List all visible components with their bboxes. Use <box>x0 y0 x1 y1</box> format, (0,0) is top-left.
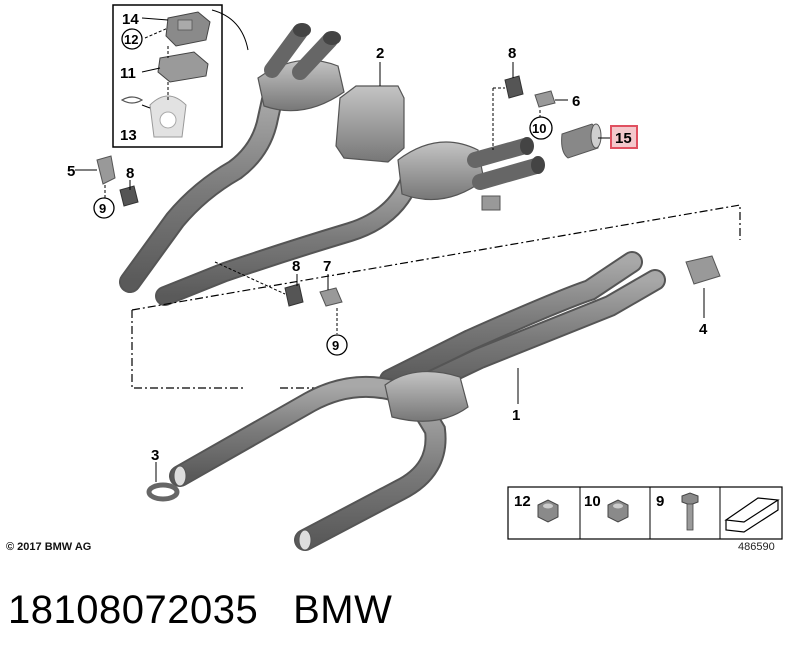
callout-9-middle: 9 <box>332 338 339 353</box>
callout-1: 1 <box>512 407 520 424</box>
callout-4: 4 <box>699 321 708 338</box>
clamp-4 <box>685 255 721 318</box>
exhaust-system-diagram: 14 12 11 13 <box>67 4 783 551</box>
callout-15: 15 <box>615 130 632 147</box>
callout-9-left-circle <box>93 197 115 219</box>
callout-9-left: 9 <box>99 201 106 216</box>
callout-6: 6 <box>572 93 580 110</box>
front-pipe <box>169 251 666 551</box>
callout-10-circle <box>529 116 553 140</box>
hanger-left <box>75 155 139 207</box>
callout-8-right: 8 <box>508 45 516 62</box>
hanger-right <box>379 62 612 150</box>
legend-label-12: 12 <box>514 493 531 510</box>
rear-section <box>119 23 602 306</box>
callout-13: 13 <box>120 127 137 144</box>
callout-3: 3 <box>151 447 159 464</box>
fastener-legend <box>507 486 783 540</box>
nut-12-icon <box>537 499 559 523</box>
callout-5: 5 <box>67 163 75 180</box>
clamp-3 <box>146 462 180 502</box>
nut-10-icon <box>607 499 629 523</box>
bolt-9-icon <box>681 492 699 531</box>
callout-7: 7 <box>323 258 331 275</box>
legend-label-10: 10 <box>584 493 601 510</box>
callout-14: 14 <box>122 11 139 28</box>
callout-12: 12 <box>124 32 138 47</box>
callout-12-circle <box>121 28 143 50</box>
part-number: 18108072035 <box>8 588 259 632</box>
callout-15-highlight <box>610 125 638 149</box>
inset-box <box>112 4 249 148</box>
callout-8-middle: 8 <box>292 258 300 275</box>
callout-11: 11 <box>120 65 136 82</box>
callout-2: 2 <box>376 45 384 62</box>
diagram-id: 486590 <box>738 541 775 553</box>
copyright-text: © 2017 BMW AG <box>6 541 92 553</box>
callout-10: 10 <box>532 121 546 136</box>
brand-name: BMW <box>293 588 393 632</box>
callout-8-left: 8 <box>126 165 134 182</box>
direction-arrow-icon <box>724 497 780 533</box>
legend-label-9: 9 <box>656 493 664 510</box>
callout-9-middle-circle <box>326 334 348 356</box>
part-caption: 18108072035 BMW <box>8 588 392 633</box>
